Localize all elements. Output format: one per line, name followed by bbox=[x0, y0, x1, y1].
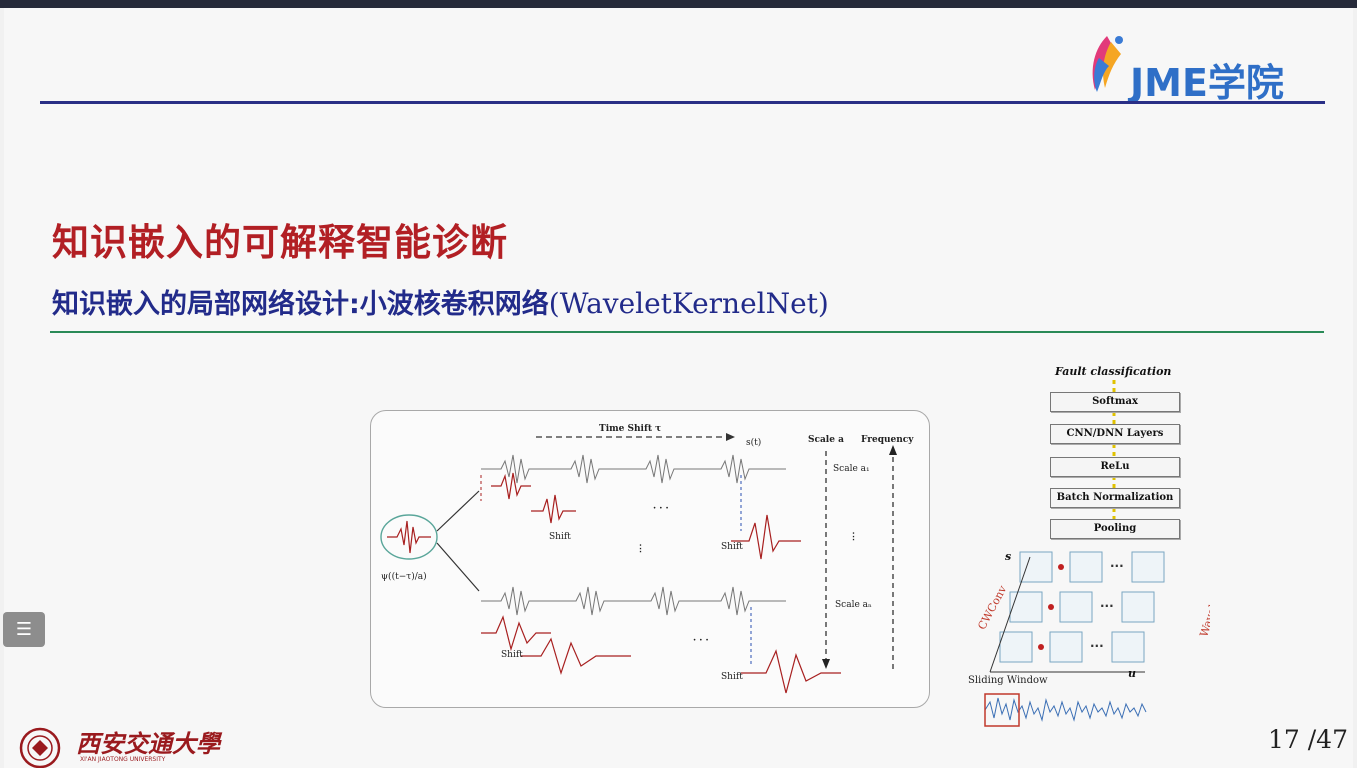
s-axis-label: s bbox=[1005, 550, 1011, 563]
wavelet-row-1c bbox=[731, 514, 801, 560]
sliding-window-label: Sliding Window bbox=[968, 675, 1048, 686]
layer-softmax: Softmax bbox=[1050, 392, 1180, 412]
wavelet-row-1a bbox=[491, 472, 531, 500]
shift-label-1: Shift bbox=[549, 532, 571, 542]
university-name: 西安交通大學 bbox=[76, 729, 220, 758]
vdots-mid: ⋮ bbox=[636, 543, 645, 554]
shift-label-3: Shift bbox=[501, 650, 523, 660]
xjtu-emblem-icon bbox=[19, 727, 61, 768]
dots-row-1: · · · bbox=[653, 504, 669, 514]
signal-row-1 bbox=[481, 454, 786, 484]
wavelet-row-2b bbox=[521, 637, 631, 676]
mother-wavelet-formula: ψ((t−τ)/a) bbox=[381, 571, 427, 582]
wavelet-row-1b bbox=[531, 494, 576, 524]
vdots-right: ⋮ bbox=[849, 531, 858, 542]
jme-logo-icon bbox=[1092, 36, 1123, 92]
subtitle-cn: 知识嵌入的局部网络设计:小波核卷积网络 bbox=[52, 289, 549, 320]
wavelet-figure-svg: Time Shift τ s(t) Scale a Frequency Scal… bbox=[380, 424, 914, 694]
shift-label-4: Shift bbox=[721, 672, 743, 682]
slide-title: 知识嵌入的可解释智能诊断 bbox=[52, 221, 508, 264]
raw-signal bbox=[984, 697, 1147, 722]
logo-text: JME学院 bbox=[1130, 61, 1284, 105]
subtitle-rule bbox=[50, 331, 1324, 333]
fault-classification-label: Fault classification bbox=[1055, 365, 1172, 378]
scale-label: Scale a bbox=[808, 435, 844, 445]
slide-subtitle: 知识嵌入的局部网络设计:小波核卷积网络(WaveletKernelNet) bbox=[52, 282, 829, 321]
layer-batch-normalization: Batch Normalization bbox=[1050, 488, 1180, 508]
shift-label-2: Shift bbox=[721, 542, 743, 552]
page-number: 17 /47 bbox=[1268, 725, 1348, 754]
menu-icon[interactable]: ☰ bbox=[3, 612, 45, 647]
top-band bbox=[0, 0, 1357, 8]
frequency-label: Frequency bbox=[861, 435, 914, 445]
mother-wavelet-ellipse bbox=[380, 514, 438, 560]
network-architecture-figure: Fault classification ··· ··· ··· CWConv Wa… bbox=[960, 362, 1210, 732]
wavelet-filters-label: Wavelet Filters bbox=[1197, 554, 1210, 638]
svg-text:···: ··· bbox=[1090, 639, 1104, 653]
dots-row-2: · · · bbox=[693, 636, 709, 646]
wavelet-filter-grid bbox=[999, 551, 1165, 663]
signal-row-2 bbox=[481, 586, 786, 616]
header-rule bbox=[40, 101, 1325, 104]
cwconv-label: CWConv bbox=[975, 583, 1009, 632]
sliding-window-box bbox=[984, 693, 1020, 727]
layer-pooling: Pooling bbox=[1050, 519, 1180, 539]
university-name-en: XI'AN JIAOTONG UNIVERSITY bbox=[80, 756, 166, 763]
wavelet-row-2c bbox=[741, 649, 841, 694]
svg-text:···: ··· bbox=[1100, 599, 1114, 613]
layer-cnn-dnn: CNN/DNN Layers bbox=[1050, 424, 1180, 444]
network-arrows-svg: ··· ··· ··· CWConv Wavelet Filters s u Sli… bbox=[968, 380, 1210, 727]
svg-text:···: ··· bbox=[1110, 559, 1124, 573]
wavelet-row-2a bbox=[481, 615, 551, 652]
subtitle-en: (WaveletKernelNet) bbox=[548, 287, 829, 320]
u-axis-label: u bbox=[1128, 667, 1136, 680]
scale-a1-label: Scale a₁ bbox=[833, 464, 870, 474]
layer-relu: ReLu bbox=[1050, 457, 1180, 477]
scale-an-label: Scale aₙ bbox=[835, 600, 872, 610]
signal-label: s(t) bbox=[746, 437, 761, 448]
time-shift-label: Time Shift τ bbox=[599, 424, 661, 434]
wavelet-transform-figure: Time Shift τ s(t) Scale a Frequency Scal… bbox=[370, 410, 930, 708]
